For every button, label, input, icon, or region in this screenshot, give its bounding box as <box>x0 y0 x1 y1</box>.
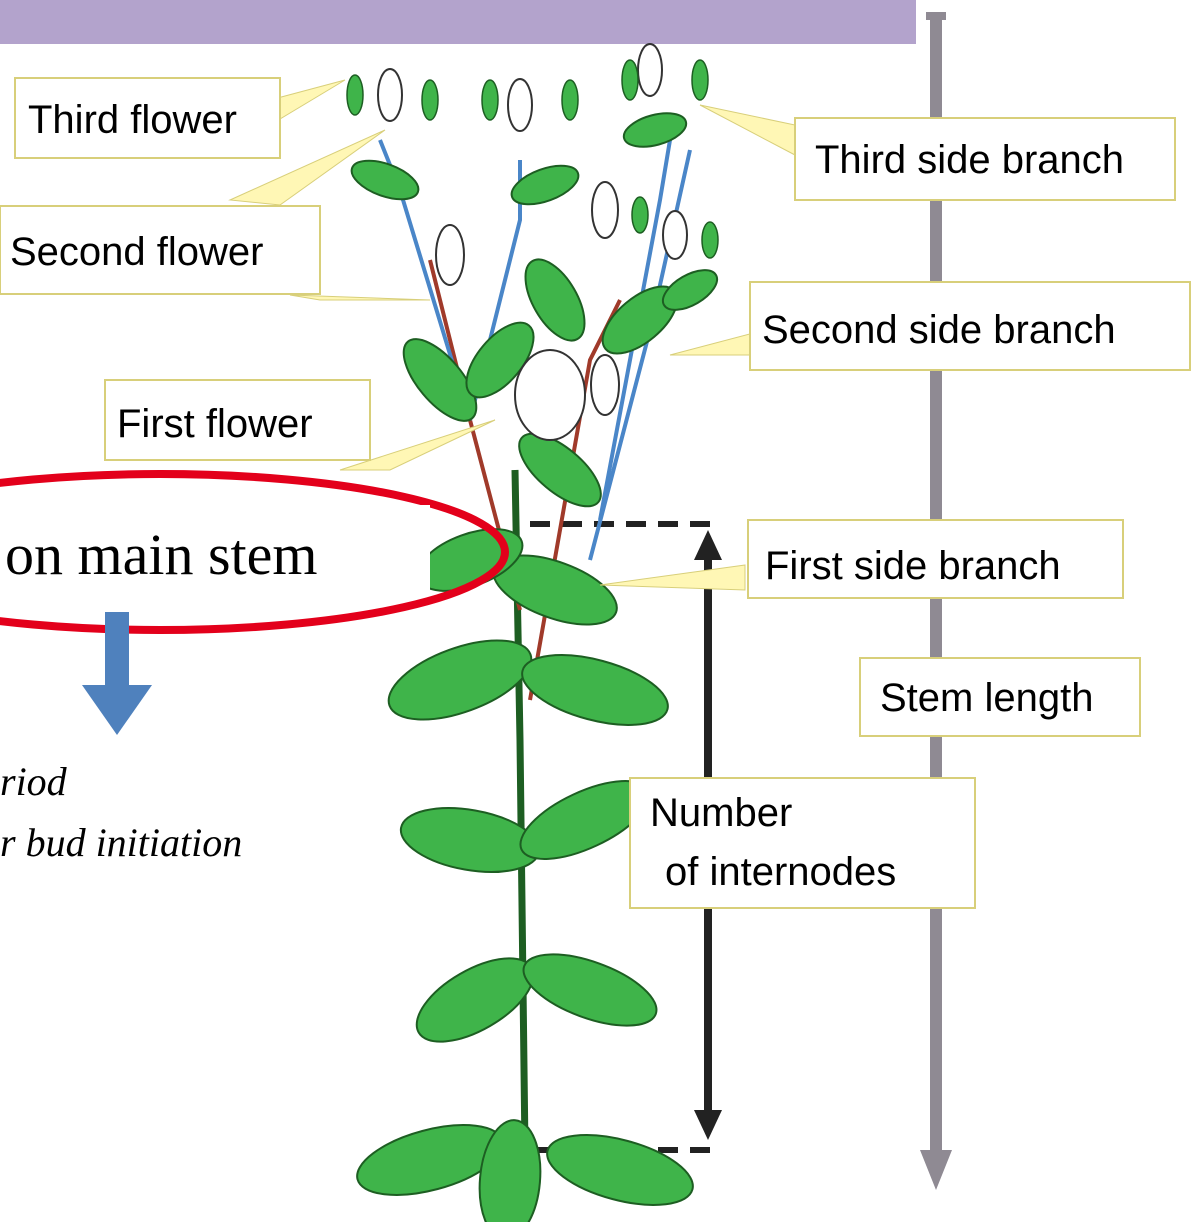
leaves <box>347 107 724 1222</box>
number-of-internodes-label-line1: Number <box>650 793 792 833</box>
stem-length-label: Stem length <box>880 678 1093 718</box>
bud-initiation-label-fragment: r bud initiation <box>0 823 242 863</box>
second-flower-label: Second flower <box>10 232 263 272</box>
first-side-branch-label: First side branch <box>765 546 1061 586</box>
second-side-branch-label: Second side branch <box>762 310 1116 350</box>
third-flower-label: Third flower <box>28 100 237 140</box>
period-label-fragment: riod <box>0 762 67 802</box>
number-of-internodes-label-line2: of internodes <box>665 852 896 892</box>
third-side-branch-label: Third side branch <box>815 140 1124 180</box>
main-stem-label: on main stem <box>5 526 318 584</box>
first-flower-label: First flower <box>117 404 313 444</box>
header-bar <box>0 0 916 44</box>
